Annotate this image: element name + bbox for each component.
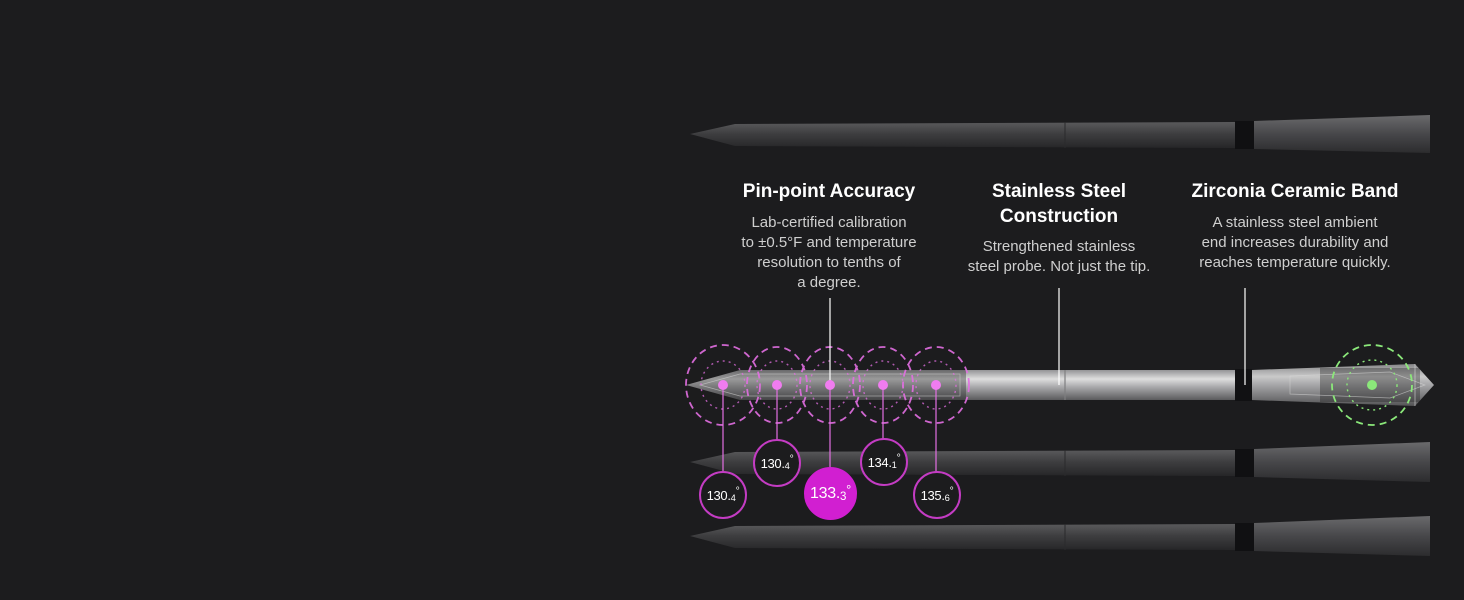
desc-line: reaches temperature quickly. (1199, 254, 1391, 271)
reading-decimal: 3 (840, 490, 847, 503)
reading-decimal: 4 (730, 493, 736, 503)
dark-probe-top (690, 115, 1430, 153)
desc-line: steel probe. Not just the tip. (967, 258, 1151, 275)
temperature-reading-badge: 134.1° (860, 438, 908, 486)
desc-line: a degree. (797, 274, 861, 291)
reading-degree: ° (949, 485, 954, 497)
temperature-reading-badge: 135.6° (913, 471, 961, 519)
reading-whole: 134. (867, 454, 892, 470)
feature-zirconia-band: Zirconia Ceramic Band A stainless steel … (1176, 179, 1414, 273)
dark-probe-middle (690, 442, 1430, 482)
reading-degree: ° (789, 453, 794, 465)
feature-description: Strengthened stainless steel probe. Not … (946, 237, 1172, 277)
title-line: Stainless Steel (991, 181, 1127, 202)
reading-whole: 130. (760, 455, 785, 471)
desc-line: A stainless steel ambient (1212, 214, 1378, 231)
ambient-zone (1331, 344, 1413, 426)
reading-degree: ° (735, 485, 740, 497)
steel-probe (686, 364, 1434, 406)
feature-description: A stainless steel ambient end increases … (1176, 213, 1414, 273)
feature-description: Lab-certified calibration to ±0.5°F and … (714, 213, 944, 293)
desc-line: Lab-certified calibration (751, 214, 907, 231)
dark-probe-bottom (690, 516, 1430, 556)
reading-whole: 130. (706, 487, 731, 503)
reading-degree: ° (896, 452, 901, 464)
desc-line: resolution to tenths of (757, 254, 901, 271)
desc-line: to ±0.5°F and temperature (741, 234, 917, 251)
feature-title: Pin-point Accuracy (742, 181, 916, 202)
desc-line: end increases durability and (1201, 234, 1389, 251)
title-line: Construction (999, 206, 1119, 227)
desc-line: Strengthened stainless (982, 238, 1136, 255)
sensor-dots (718, 380, 941, 390)
temperature-reading-badge-highlight: 133.3° (804, 467, 857, 520)
reading-whole: 133. (810, 484, 840, 502)
reading-decimal: 1 (891, 460, 897, 470)
temperature-reading-badge: 130.4° (699, 471, 747, 519)
reading-degree: ° (846, 482, 851, 497)
leader-lines (722, 288, 1246, 472)
reading-whole: 135. (920, 487, 945, 503)
feature-pinpoint-accuracy: Pin-point Accuracy Lab-certified calibra… (714, 179, 944, 293)
feature-stainless-steel: Stainless Steel Construction Strengthene… (946, 179, 1172, 277)
reading-decimal: 6 (944, 493, 950, 503)
feature-title: Zirconia Ceramic Band (1191, 181, 1399, 202)
reading-decimal: 4 (784, 461, 790, 471)
ambient-sensor-dot (1367, 380, 1377, 390)
feature-title: Stainless Steel Construction (946, 179, 1172, 229)
temperature-reading-badge: 130.4° (753, 439, 801, 487)
